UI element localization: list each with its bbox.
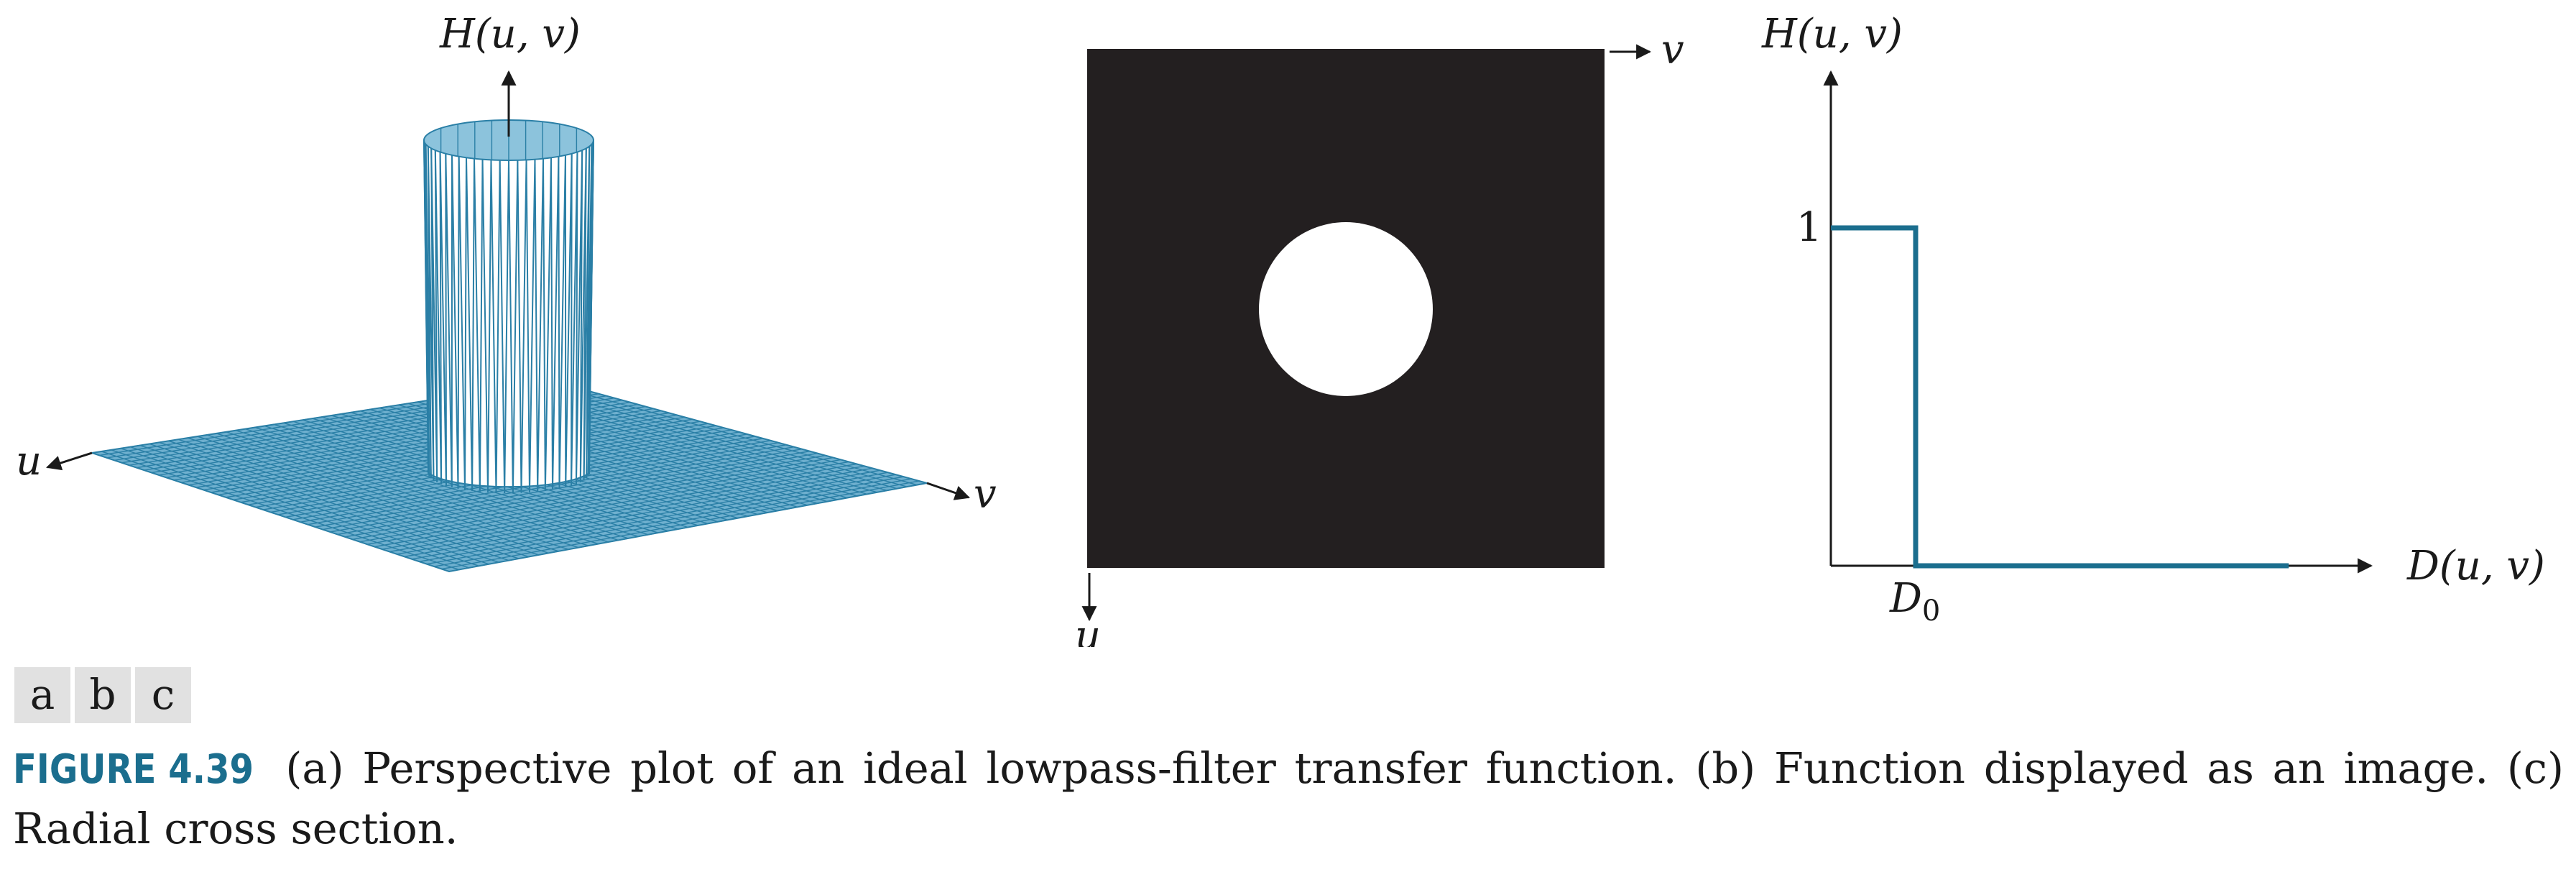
cylinder-facet-line <box>542 158 546 491</box>
cylinder-facet-line <box>451 155 459 489</box>
mesh-grid-line <box>542 382 918 486</box>
cylinder-facet-line <box>434 150 443 485</box>
cylinder-facet-line <box>439 152 447 486</box>
figure-caption: FIGURE 4.39 (a) Perspective plot of an i… <box>13 739 2564 858</box>
panel-a-u-label: u <box>16 438 42 485</box>
mesh-grid-line <box>389 465 865 553</box>
panel-b-v-label: v <box>1661 27 1684 73</box>
cylinder-facet-line <box>495 160 501 493</box>
cylinder-facet-line <box>534 159 539 492</box>
cylinder-facet-line <box>445 153 453 487</box>
v-axis-arrow <box>926 482 970 500</box>
mesh-grid-line <box>434 478 912 567</box>
cylinder-facet-line <box>565 153 573 487</box>
panel-tags: a b c <box>14 667 191 723</box>
cylinder-facet-line <box>537 158 544 492</box>
panel-a-z-label: H(u, v) <box>439 11 581 58</box>
cylinder-facet-line <box>490 160 497 493</box>
panel-tag-a: a <box>14 667 70 723</box>
panel-c-y-label: H(u, v) <box>1761 11 1903 58</box>
y-tick-label: 1 <box>1796 204 1822 251</box>
panel-tag-b: b <box>75 667 131 723</box>
cylinder-facet-line <box>517 160 522 493</box>
mesh-grid-line <box>419 474 896 562</box>
cylinder-facet-line <box>439 152 443 485</box>
cylinder-facet-line <box>550 157 553 490</box>
x-tick-label-subscript: 0 <box>1922 595 1940 628</box>
panel-b-image: v u <box>1075 27 1684 647</box>
cylinder-facet-line <box>458 156 466 490</box>
panel-a-perspective-plot: H(u, v) u v <box>16 11 997 573</box>
panel-a-v-label: v <box>974 471 997 518</box>
mesh-grid-line <box>532 383 908 487</box>
mesh-grid-line <box>551 380 928 484</box>
cylinder-surface <box>423 119 595 493</box>
cylinder-facet-line <box>466 157 474 491</box>
cylinder-facet-line <box>479 159 484 492</box>
cylinder-facet-line <box>551 156 560 490</box>
x-tick-label: D0 <box>1889 575 1940 628</box>
cylinder-facet-line <box>464 157 467 490</box>
cylinder-facet-line <box>558 155 566 489</box>
cylinder-facet-line <box>575 152 578 485</box>
cylinder-facet-line <box>525 160 530 493</box>
mesh-grid-line <box>397 467 872 555</box>
panel-c-radial-cross-section: H(u, v) D(u, v) 1 D0 <box>1761 11 2545 628</box>
figure-caption-label: FIGURE 4.39 <box>13 746 254 793</box>
mesh-grid-line <box>441 480 920 570</box>
cylinder-facet-line <box>571 153 573 486</box>
cylinder-facet-line <box>504 160 509 493</box>
filter-passband-disk <box>1259 222 1433 396</box>
cylinder-facet-line <box>558 156 560 489</box>
cylinder-facet-line <box>528 159 536 493</box>
mesh-grid-line <box>426 476 904 565</box>
mesh-grid-line <box>404 469 880 558</box>
cylinder-facet-line <box>571 152 578 486</box>
x-tick-label-main: D <box>1889 575 1922 622</box>
panel-c-x-label: D(u, v) <box>2406 543 2545 589</box>
cylinder-facet-line <box>474 158 481 492</box>
cylinder-facet-line <box>487 160 492 493</box>
cylinder-facet-line <box>588 139 594 472</box>
cylinder-facet-line <box>499 160 506 493</box>
cylinder-facet-line <box>457 156 460 489</box>
cylinder-facet-line <box>471 158 476 491</box>
panel-tag-c: c <box>135 667 191 723</box>
panel-b-u-label: u <box>1075 612 1101 647</box>
cross-section-series-line <box>1831 225 2289 569</box>
cylinder-facet-line <box>481 159 489 493</box>
figure-caption-text: (a) Perspective plot of an ideal lowpass… <box>13 743 2564 853</box>
figure-panels: H(u, v) u v v u H(u, v) D(u, v) 1 D0 <box>16 11 2545 647</box>
cylinder-facet-line <box>544 157 552 491</box>
cylinder-facet-line <box>512 160 519 493</box>
u-axis-arrow <box>46 451 93 471</box>
mesh-grid-line <box>412 472 888 560</box>
cylinder-facet-line <box>508 160 514 493</box>
mesh-grid-line <box>448 482 928 572</box>
cylinder-facet-line <box>520 160 527 493</box>
